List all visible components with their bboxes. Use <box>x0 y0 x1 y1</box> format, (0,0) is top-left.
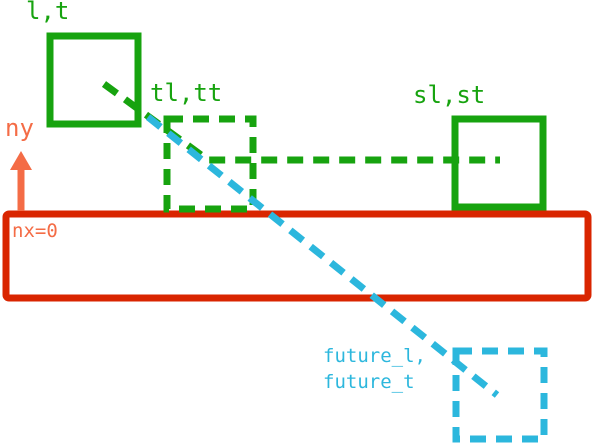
contact-position-box <box>163 115 257 213</box>
future-position-box <box>452 347 548 443</box>
current-box-label: l,t <box>26 0 69 25</box>
obstacle-rect <box>2 210 592 302</box>
slide-path <box>101 81 500 164</box>
swept-box-label: sl,st <box>413 81 485 109</box>
future-box-label-line2: future_t <box>323 371 415 393</box>
contact-box-label: tl,tt <box>150 79 222 107</box>
future-box-label-line1: future_l, <box>323 345 426 367</box>
arrow-up-icon <box>10 151 32 211</box>
normal-x-label: nx=0 <box>12 220 58 242</box>
normal-y-label: ny <box>5 114 34 142</box>
projected-path <box>145 114 500 398</box>
current-position-box <box>46 32 142 128</box>
